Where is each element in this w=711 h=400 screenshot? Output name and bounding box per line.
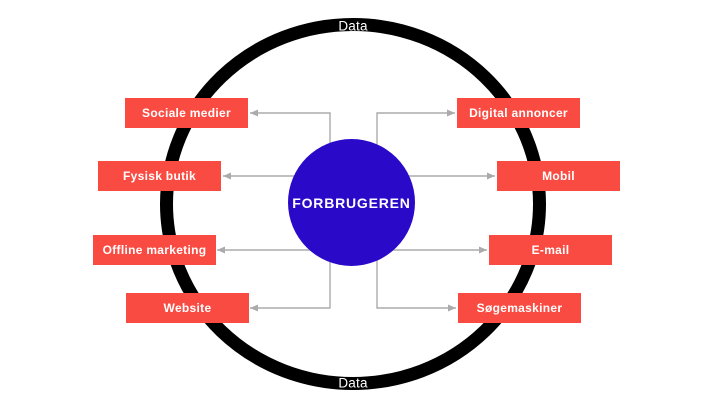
channel-label: Offline marketing (102, 243, 207, 257)
ring-label-data-bottom: Data (338, 375, 368, 391)
channel-box-offline-marketing: Offline marketing (93, 235, 216, 265)
channel-box-website: Website (126, 293, 249, 323)
center-hub-label: FORBRUGEREN (292, 194, 411, 211)
center-hub-forbrugeren: FORBRUGEREN (288, 139, 415, 266)
channel-box-soegemaskiner: Søgemaskiner (458, 293, 581, 323)
channel-label: Digital annoncer (469, 106, 568, 120)
channel-box-sociale-medier: Sociale medier (125, 98, 248, 128)
ring-label-data-top: Data (338, 18, 368, 34)
channel-box-digital-annoncer: Digital annoncer (457, 98, 580, 128)
channel-box-email: E-mail (489, 235, 612, 265)
channel-box-mobil: Mobil (497, 161, 620, 191)
channel-box-fysisk-butik: Fysisk butik (98, 161, 221, 191)
channel-label: Website (163, 301, 212, 315)
channel-label: E-mail (531, 243, 570, 257)
channel-label: Søgemaskiner (476, 301, 563, 315)
channel-label: Sociale medier (142, 106, 231, 120)
data-ring (160, 18, 546, 390)
channel-label: Fysisk butik (123, 169, 196, 183)
channel-label: Mobil (542, 169, 575, 183)
